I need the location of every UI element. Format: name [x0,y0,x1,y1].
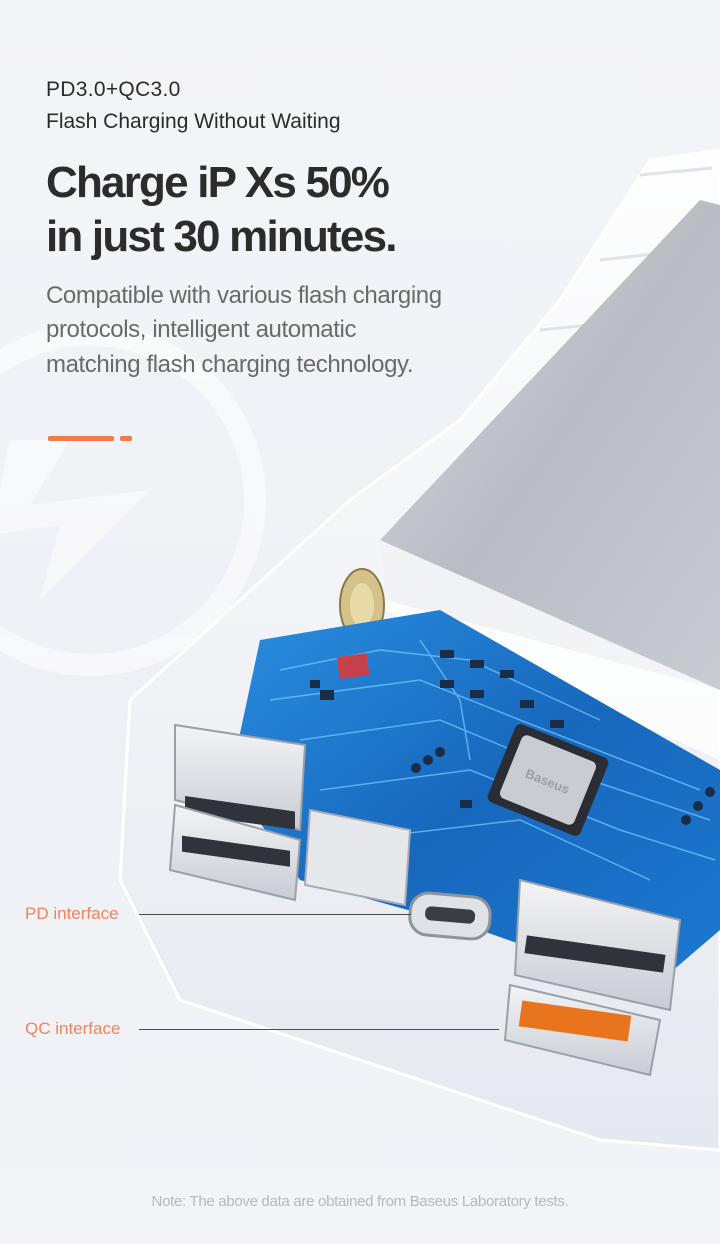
description-line-2: protocols, intelligent automatic [46,316,357,343]
protocol-label: PD3.0+QC3.0 [46,78,181,101]
qc-interface-label: QC interface [25,1019,121,1038]
headline-line-2: in just 30 minutes. [46,212,397,261]
qc-callout-line [139,1029,499,1030]
left-usb-ports [168,723,307,902]
pd-interface-label: PD interface [25,904,119,923]
circuit-board [230,610,720,990]
right-usb-ports [503,878,682,1077]
pd-callout-line [139,914,411,915]
description-line-3: matching flash charging technology. [46,351,414,378]
footnote: Note: The above data are obtained from B… [151,1193,569,1210]
accent-dot [120,436,132,441]
tagline: Flash Charging Without Waiting [46,110,341,133]
usb-c-port [303,808,492,941]
description-line-1: Compatible with various flash charging [46,282,442,309]
lightning-emblem [0,324,266,676]
battery-housing [380,200,720,690]
baseus-chip: Baseus [487,724,609,836]
headline-line-1: Charge iP Xs 50% [46,158,390,207]
coin-gear [339,568,385,642]
accent-bar [48,436,114,441]
